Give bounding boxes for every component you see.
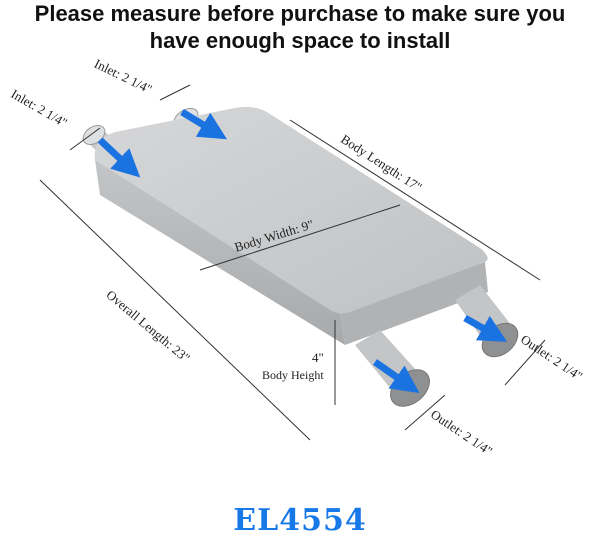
body-height-value: 4" [312,350,324,365]
muffler-body-side [95,160,345,345]
model-number: EL4554 [233,503,367,538]
dimension-lines [39,84,546,441]
outlet-arrow-left [372,359,420,394]
headline-line-2: have enough space to install [149,28,451,53]
body-height-label: Body Height [262,368,324,382]
headline-line-1: Please measure before purchase to make s… [34,1,566,26]
inlet-arrow-left [97,137,141,178]
muffler-body-end [340,262,488,345]
outlet-pipe-right [455,285,519,358]
outlet-arrow-right [463,314,508,342]
muffler-body-top [94,106,488,314]
flow-arrows [97,109,508,394]
inlet-arrow-top [180,109,227,140]
outlet-pipe-left [355,330,430,407]
